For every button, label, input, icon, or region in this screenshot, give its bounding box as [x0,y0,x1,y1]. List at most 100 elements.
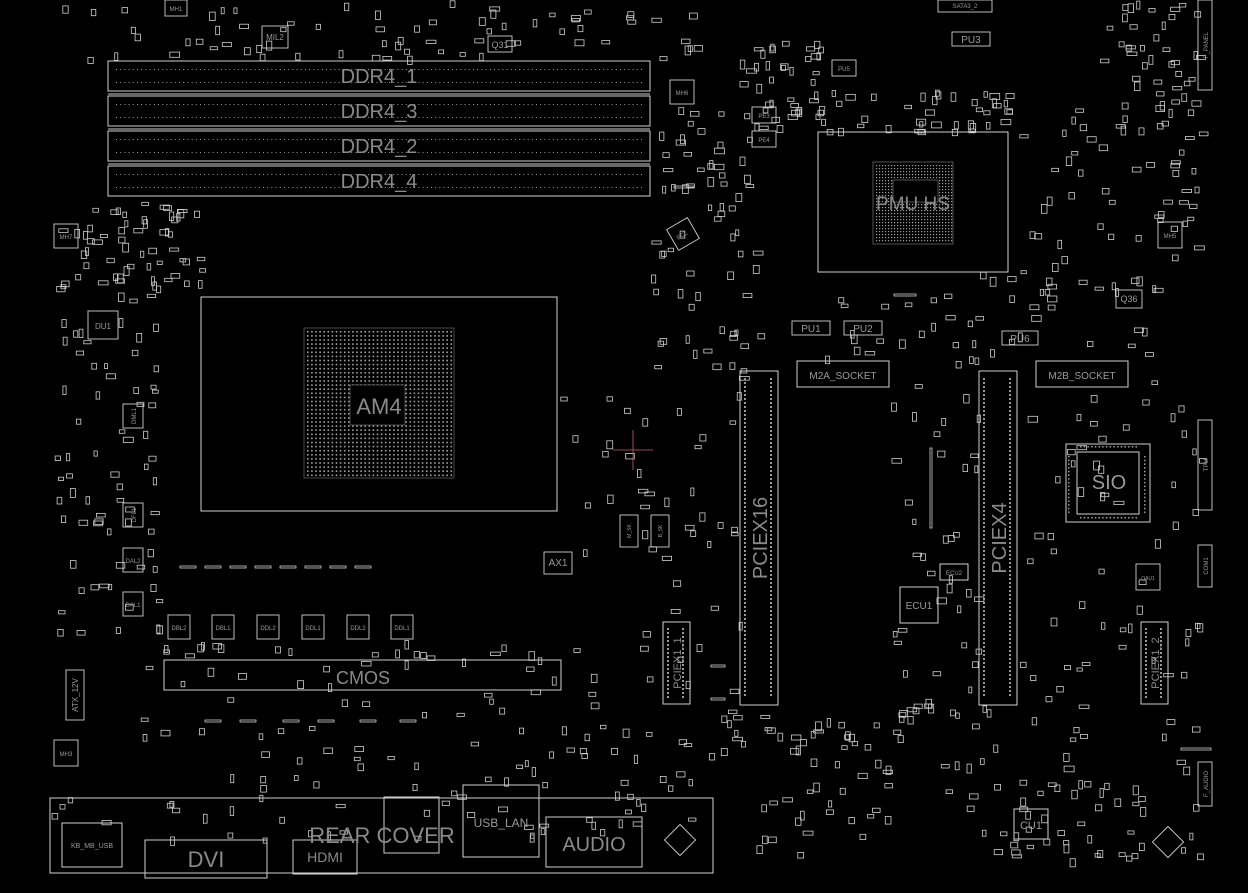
ecu2-chip[interactable] [939,563,969,581]
dml1-part[interactable] [122,403,144,429]
f-audio-label: F_AUDIO [1204,771,1210,797]
du1-part[interactable] [87,310,119,340]
b-sk-label: B_SK [658,524,664,537]
pu5-part[interactable] [831,59,857,77]
ddl1-part-b[interactable] [390,614,414,640]
ddl2-label-a: DDL2 [260,626,276,632]
mh3-hole[interactable] [53,739,79,767]
ddl2-part-b[interactable] [346,614,370,640]
f-audio-header[interactable] [1197,761,1213,807]
dbl1-part-a[interactable] [211,614,235,640]
pu6-part[interactable] [1001,330,1039,346]
mil2-label: MIL2 [266,33,284,42]
dbl2-part-a[interactable] [167,614,191,640]
q31-label: Q31 [491,40,508,50]
sio-chip[interactable] [1065,443,1151,523]
q31-part[interactable] [487,35,513,53]
mh5-hole[interactable] [1157,221,1183,249]
ddl1-label-a: DDL1 [305,626,321,632]
dimm-slot-ddr4-2[interactable] [107,130,651,162]
audio-connector[interactable] [545,816,643,868]
atx-12v-connector[interactable] [65,669,85,721]
pmu-label: PMU HS [876,194,950,215]
dimm-pins [116,69,642,188]
pciex4-label: PCIEX4 [989,502,1011,573]
mil2-part[interactable] [261,25,289,49]
usb-lan-label: USB_LAN [474,816,529,830]
pciex1-1-label: PCIEX1_1 [672,637,684,688]
dimm-label-ddr4-2: DDR4_2 [341,136,418,158]
pu2-label: PU2 [853,324,873,335]
diamond-part-rear [663,823,697,857]
pciex16-label: PCIEX16 [750,497,772,579]
ecu2-label: ECU2 [946,571,963,577]
dfl1-part[interactable] [122,502,144,528]
cpu-socket-pin-field [303,327,455,479]
qau1-part[interactable] [1135,563,1161,591]
mh6-hole[interactable] [669,79,695,105]
dimm-label-ddr4-3: DDR4_3 [341,101,418,123]
q36-part[interactable] [1115,289,1143,309]
com-header[interactable] [1197,544,1213,588]
m2a-socket[interactable] [796,360,890,388]
dal2-part[interactable] [122,547,144,573]
du1-label: DU1 [95,322,112,331]
dbl2-label: DBL2 [171,626,187,632]
ax1-part[interactable] [543,551,573,575]
dvi-connector[interactable] [144,839,268,879]
diamond-part-right [1151,825,1185,859]
cu1-chip[interactable] [1013,808,1049,840]
mh7-label: MH7 [60,235,73,241]
rear-cover-label: REAR COVER [309,823,454,848]
pciex4-slot[interactable] [978,370,1018,706]
f-panel-header[interactable] [1197,0,1213,91]
dimm-slot-ddr4-3[interactable] [107,95,651,127]
dimm-slots [107,60,651,197]
pciex1-1-slot[interactable] [662,621,691,705]
pu5-label: PU5 [838,67,850,73]
pu1-label: PU1 [801,324,821,335]
dal1-part[interactable] [122,591,144,617]
cpu-socket-outline[interactable] [200,296,558,512]
mh1-hole[interactable] [164,0,188,17]
mh7-hole[interactable] [53,223,79,249]
sata-connector[interactable] [937,0,993,13]
ecu1-chip[interactable] [899,586,939,624]
pu1-part[interactable] [791,320,831,336]
mh6-label: MH6 [676,91,689,97]
pmu-outline[interactable] [817,131,1009,273]
cpu-socket-pins [307,331,453,477]
pe4-label: PE4 [758,138,770,144]
sio-label: SIO [1092,472,1126,494]
crosshair-marker [613,430,653,470]
f-panel-label: F_PANEL [1204,31,1210,58]
pu3-part[interactable] [951,31,991,47]
pciex16-slot[interactable] [739,370,779,706]
cmos-area[interactable] [163,659,562,691]
ddl1-label-b: DDL1 [394,626,410,632]
dimm-slot-ddr4-1[interactable] [107,60,651,92]
pe4-part[interactable] [751,130,777,148]
ax1-label: AX1 [549,558,568,569]
ddl2-part-a[interactable] [256,614,280,640]
b-sk-part[interactable] [650,514,670,548]
pcie-pins [667,378,1162,698]
m-sk-part[interactable] [619,514,639,548]
tpm-label: TPM [1204,459,1210,472]
tpm-header[interactable] [1197,419,1213,511]
dimm-label-ddr4-4: DDR4_4 [341,171,418,193]
pciex1-2-slot[interactable] [1140,621,1169,705]
kb-usb-connector[interactable] [61,822,123,868]
hdmi-connector[interactable] [292,839,358,875]
ddl2-label-b: DDL2 [350,626,366,632]
pe3-label: PE3 [758,114,770,120]
usb30-connector[interactable] [383,796,440,854]
dimm-slot-ddr4-4[interactable] [107,165,651,197]
usb-lan-connector[interactable] [462,784,540,858]
pe3-part[interactable] [751,106,777,124]
ecl-part[interactable] [665,216,701,252]
m2b-socket[interactable] [1035,360,1129,388]
pu2-part[interactable] [843,320,883,336]
ddl1-part-a[interactable] [301,614,325,640]
